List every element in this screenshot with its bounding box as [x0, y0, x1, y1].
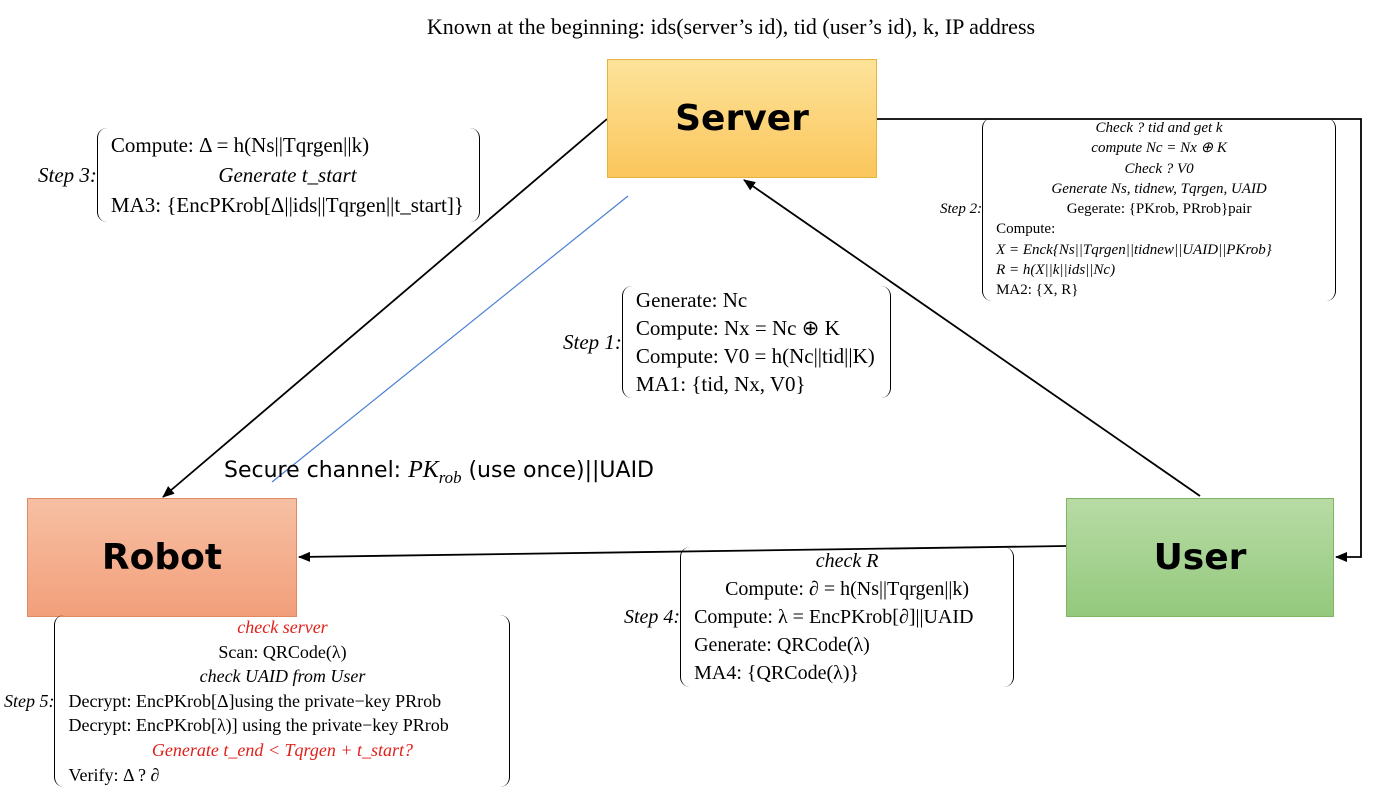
step3-line-1: Compute: Δ = h(Ns||Tqrgen||k)	[110, 133, 370, 157]
step3-block: Step 3: Compute: Δ = h(Ns||Tqrgen||k) Ge…	[38, 128, 480, 222]
step2-line-2: compute Nc = Nx ⊕ K	[1091, 140, 1227, 157]
step2-line-1: Check ? tid and get k	[1095, 120, 1223, 136]
server-box: Server	[607, 59, 877, 178]
step5-line-2: Scan: QRCode(λ)	[218, 641, 347, 662]
step5-line-6: Generate t_end < Tqrgen + t_start?	[151, 739, 414, 760]
step5-line-7: Verify: Δ ? ∂	[68, 764, 160, 785]
step1-block: Step 1: Generate: Nc Compute: Nx = Nc ⊕ …	[563, 286, 891, 398]
step4-line-5: MA4: {QRCode(λ)}	[694, 662, 860, 684]
step1-line-2: Compute: Nx = Nc ⊕ K	[635, 316, 840, 340]
user-box: User	[1066, 498, 1334, 617]
step2-line-8: R = h(X||k||ids||Nc)	[996, 262, 1116, 279]
secure-channel-suffix: (use once)||UAID	[461, 458, 655, 483]
step1-line-3: Compute: V0 = h(Nc||tid||K)	[635, 344, 875, 368]
step1-brace-close	[881, 286, 891, 398]
secure-channel-label: Secure channel: PKrob (use once)||UAID	[224, 457, 654, 488]
step4-line-1: check R	[815, 550, 879, 572]
secure-channel-prefix: Secure channel:	[224, 458, 409, 483]
secure-channel-line	[271, 195, 629, 483]
step2-label: Step 2:	[940, 201, 983, 218]
step4-line-3: Compute: λ = EncPKrob[∂]||UAID	[694, 606, 974, 628]
step4-brace-close	[1004, 547, 1015, 687]
robot-label: Robot	[101, 537, 223, 578]
step4-brace-open	[680, 547, 690, 687]
step5-line-3: check UAID from User	[199, 666, 366, 687]
step3-label: Step 3:	[38, 163, 97, 187]
step1-line-1: Generate: Nc	[635, 288, 748, 312]
step3-brace-open	[96, 128, 107, 222]
step5-line-5: Decrypt: EncPKrob[λ)] using the private−…	[68, 715, 449, 736]
step2-line-5: Gegerate: {PKrob, PRrob}pair	[1066, 201, 1252, 218]
arrow-server-to-user	[877, 118, 1362, 562]
step4-label: Step 4:	[624, 606, 681, 628]
step4-block: Step 4: check R Compute: ∂ = h(Ns||Tqrge…	[624, 547, 1015, 687]
arrow-user-to-server	[743, 179, 1201, 497]
step1-brace-open	[621, 286, 632, 398]
step2-line-3: Check ? V0	[1124, 160, 1194, 177]
step2-line-6: Compute:	[996, 221, 1056, 238]
step2-line-7: X = Enck{Ns||Tqrgen||tidnew||UAID||PKrob…	[996, 241, 1272, 258]
step2-brace-open	[982, 118, 992, 301]
step4-line-2: Compute: ∂ = h(Ns||Tqrgen||k)	[725, 578, 970, 600]
step3-brace-close	[470, 128, 480, 222]
step5-label: Step 5:	[4, 690, 55, 711]
secure-channel-pk: PK	[408, 457, 439, 483]
secure-channel-pk-sub: rob	[438, 467, 462, 487]
step3-line-3: MA3: {EncPKrob[Δ||ids||Tqrgen||t_start]}	[110, 193, 464, 217]
step5-brace-close	[500, 615, 511, 788]
step4-line-4: Generate: QRCode(λ)	[694, 634, 870, 656]
step2-block: Step 2: Check ? tid and get k compute Nc…	[940, 118, 1337, 301]
arrow-server-to-robot	[162, 118, 608, 498]
step2-brace-close	[1326, 118, 1337, 301]
diagram-title: Known at the beginning: ids(server’s id)…	[426, 14, 1036, 39]
step2-line-4: Generate Ns, tidnew, Tqrgen, UAID	[1051, 180, 1267, 197]
step1-label: Step 1:	[563, 330, 622, 354]
step3-line-2: Generate t_start	[218, 163, 357, 187]
robot-box: Robot	[27, 498, 297, 617]
step5-line-1: check server	[237, 617, 328, 637]
user-label: User	[1153, 537, 1247, 578]
server-label: Server	[675, 98, 809, 139]
step5-line-4: Decrypt: EncPKrob[Δ]using the private−ke…	[68, 690, 442, 711]
step2-line-9: MA2: {X, R}	[996, 282, 1079, 299]
step1-line-4: MA1: {tid, Nx, V0}	[635, 372, 806, 396]
step5-block: Step 5: check server Scan: QRCode(λ) che…	[4, 615, 511, 788]
step5-brace-open	[54, 615, 64, 788]
